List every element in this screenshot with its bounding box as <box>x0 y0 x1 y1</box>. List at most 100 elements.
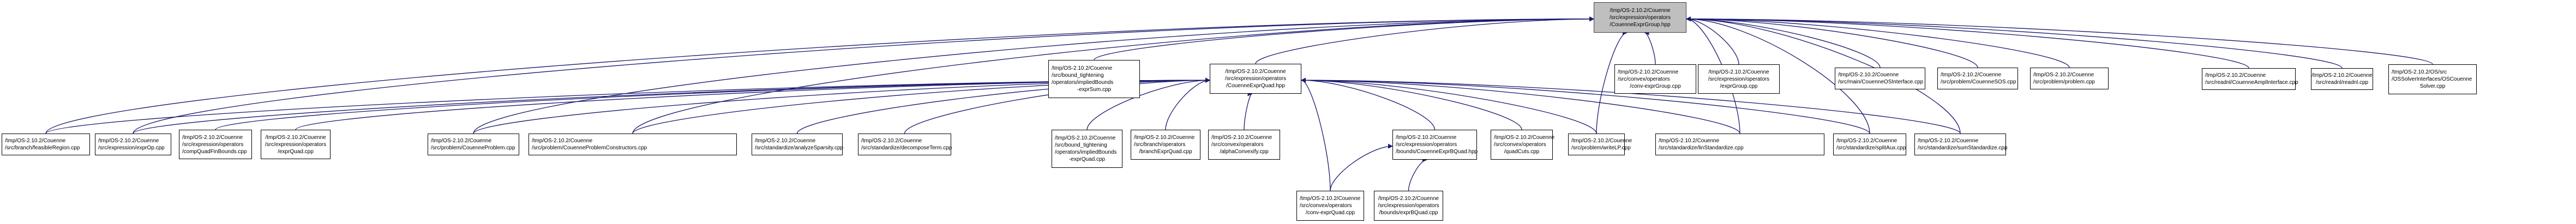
edge-readnl-to-root <box>1686 16 2343 69</box>
edge-analyzeSparsity-to-CouenneExprQuad.hpp <box>796 77 1210 134</box>
node-label-line: /quadCuts.cpp <box>1504 149 1540 155</box>
node-label-line: /tmp/OS-2.10.2/Couenne <box>1052 65 1113 71</box>
node-label-line: /OSSolverInterfaces/OSCouenne <box>2392 76 2472 82</box>
node-label-line: /src/expression/operators <box>1378 203 1439 209</box>
node-label-line: /tmp/OS-2.10.2/Couenne <box>1055 135 1116 141</box>
node-OSCouenneSolver[interactable]: /tmp/OS-2.10.2/OS/src /OSSolverInterface… <box>2388 64 2477 94</box>
node-label-line: /operators/impliedBounds <box>1055 149 1117 155</box>
edge-CouenneProblemConstructors-to-root <box>632 16 1594 134</box>
node-alphaConvexify[interactable]: /tmp/OS-2.10.2/Couenne /src/convex/opera… <box>1208 130 1280 160</box>
edge-alphaConvexify-to-CouenneExprQuad.hpp <box>1244 91 1253 130</box>
node-CouenneExprQuad-hpp[interactable]: /tmp/OS-2.10.2/Couenne /src/expression/o… <box>1210 64 1301 94</box>
node-label-line: /tmp/OS-2.10.2/Couenne <box>1211 135 1272 141</box>
node-label-line: /tmp/OS-2.10.2/Couenne <box>2205 72 2266 78</box>
edge-linStandardize-to-root <box>1686 16 1740 134</box>
node-CouenneExprBQuad-hpp[interactable]: /tmp/OS-2.10.2/Couenne /src/expression/o… <box>1392 130 1478 160</box>
node-label-line: /tmp/OS-2.10.2/Couenne <box>1134 135 1195 141</box>
node-label-line: /tmp/OS-2.10.2/Couenne <box>532 138 593 144</box>
node-label-line: /tmp/OS-2.10.2/Couenne <box>1838 72 1899 78</box>
node-conv-exprGroup[interactable]: /tmp/OS-2.10.2/Couenne /src/convex/opera… <box>1614 64 1696 94</box>
node-label-line: /tmp/OS-2.10.2/Couenne <box>1659 138 1720 144</box>
node-label-line: /src/bound_tightening <box>1052 72 1104 78</box>
node-label-line: /src/expression/operators <box>1396 142 1457 148</box>
node-exprOp[interactable]: /tmp/OS-2.10.2/Couenne /src/expression/e… <box>95 134 171 155</box>
node-CouenneOSInterface[interactable]: /tmp/OS-2.10.2/Couenne /src/main/Couenne… <box>1835 68 1925 89</box>
node-linStandardize[interactable]: /tmp/OS-2.10.2/Couenne /src/standardize/… <box>1655 134 1824 155</box>
node-label-line: /src/problem/CouenneProblem.cpp <box>431 145 515 151</box>
node-label-line: /tmp/OS-2.10.2/OS/src <box>2392 69 2447 75</box>
node-label-line: /tmp/OS-2.10.2/Couenne <box>755 138 816 144</box>
node-exprQuad[interactable]: /tmp/OS-2.10.2/Couenne /src/expression/o… <box>261 130 331 159</box>
edge-branchExprQuad-to-CouenneExprQuad.hpp <box>1165 77 1210 130</box>
edge-CouenneAmplInterface-to-root <box>1686 16 2249 69</box>
node-label-line: /src/expression/exprOp.cpp <box>98 145 165 151</box>
node-root: /tmp/OS-2.10.2/Couenne /src/expression/o… <box>1594 2 1686 33</box>
edge-conv-exprQuad-to-CouenneExprBQuad.hpp <box>1330 143 1393 191</box>
node-readnl[interactable]: /tmp/OS-2.10.2/Couenne /src/readnl/readn… <box>2311 68 2373 90</box>
node-label-line: /src/standardize/analyzeSparsity.cpp <box>755 145 844 151</box>
node-feasibleRegion[interactable]: /tmp/OS-2.10.2/Couenne /src/branch/feasi… <box>2 134 90 155</box>
node-label-line: /src/main/CouenneOSInterface.cpp <box>1838 79 1924 85</box>
node-analyzeSparsity[interactable]: /tmp/OS-2.10.2/Couenne /src/standardize/… <box>752 134 843 155</box>
node-compQuadFinBounds[interactable]: /tmp/OS-2.10.2/Couenne /src/expression/o… <box>179 130 252 159</box>
node-quadCuts[interactable]: /tmp/OS-2.10.2/Couenne /src/convex/opera… <box>1491 130 1554 160</box>
node-label-line: /src/branch/operators <box>1134 142 1186 148</box>
node-impliedBounds-exprSum[interactable]: /tmp/OS-2.10.2/Couenne /src/bound_tighte… <box>1048 60 1140 98</box>
edge-decomposeTerm-to-CouenneExprQuad.hpp <box>904 77 1210 134</box>
edge-exprOp-to-root <box>133 16 1594 134</box>
node-CouenneAmplInterface[interactable]: /tmp/OS-2.10.2/Couenne /src/readnl/Couen… <box>2202 68 2298 90</box>
node-label-line: /src/readnl/CouenneAmplInterface.cpp <box>2205 80 2298 86</box>
node-label-line: /src/problem/CouenneSOS.cpp <box>1941 79 2016 85</box>
node-label-line: /src/standardize/linStandardize.cpp <box>1659 145 1744 151</box>
node-label-line: /CouenneExprGroup.hpp <box>1610 21 1671 28</box>
node-label-line: /tmp/OS-2.10.2/Couenne <box>1225 69 1286 75</box>
edge-CouenneExprQuad.hpp-to-root <box>1255 16 1594 64</box>
node-exprBQuad[interactable]: /tmp/OS-2.10.2/Couenne /src/expression/o… <box>1374 191 1443 221</box>
node-label-line: /src/standardize/decomposeTerm.cpp <box>861 145 952 151</box>
node-label-line: /bounds/exprBQuad.cpp <box>1379 210 1438 216</box>
node-label-line: Solver.cpp <box>2419 83 2446 89</box>
node-label-line: /src/standardize/sumStandardize.cpp <box>1918 145 2008 151</box>
node-label-line: /tmp/OS-2.10.2/Couenne <box>182 134 243 141</box>
node-label-line: /src/expression/operators <box>1609 14 1671 21</box>
node-label-line: /tmp/OS-2.10.2/Couenne <box>1708 69 1769 75</box>
node-splitAux[interactable]: /tmp/OS-2.10.2/Couenne /src/standardize/… <box>1833 134 1906 155</box>
node-sumStandardize[interactable]: /tmp/OS-2.10.2/Couenne /src/standardize/… <box>1914 134 2008 155</box>
edge-sumStandardize-to-CouenneExprQuad.hpp <box>1301 77 1961 134</box>
node-problem[interactable]: /tmp/OS-2.10.2/Couenne /src/problem/prob… <box>2030 68 2109 89</box>
edge-splitAux-to-CouenneExprQuad.hpp <box>1301 77 1870 134</box>
node-conv-exprQuad[interactable]: /tmp/OS-2.10.2/Couenne /src/convex/opera… <box>1296 191 1364 221</box>
edge-CouenneOSInterface-to-root <box>1686 16 1881 68</box>
node-label-line: /src/convex/operators <box>1211 142 1264 148</box>
edge-feasibleRegion-to-CouenneExprQuad.hpp <box>45 77 1210 134</box>
edge-writeLP-to-CouenneExprQuad.hpp <box>1301 77 1597 134</box>
node-label-line: /operators/impliedBounds <box>1052 80 1114 86</box>
node-label-line: /src/readnl/readnl.cpp <box>2315 80 2369 86</box>
node-CouenneProblemConstructors[interactable]: /tmp/OS-2.10.2/Couenne /src/problem/Coue… <box>529 134 737 155</box>
node-label-line: /conv-exprGroup.cpp <box>1630 83 1681 89</box>
node-label-line: /CouenneExprQuad.hpp <box>1226 83 1285 89</box>
node-label-line: /src/problem/CouenneProblemConstructors.… <box>532 145 647 151</box>
node-label-line: /tmp/OS-2.10.2/Couenne <box>5 138 66 144</box>
node-CouenneProblem[interactable]: /tmp/OS-2.10.2/Couenne /src/problem/Coue… <box>428 134 519 155</box>
node-label-line: /src/convex/operators <box>1618 76 1670 82</box>
node-CouenneSOS[interactable]: /tmp/OS-2.10.2/Couenne /src/problem/Coue… <box>1937 68 2018 89</box>
node-label-line: /tmp/OS-2.10.2/Couenne <box>1918 138 1979 144</box>
node-label-line: /tmp/OS-2.10.2/Couenne <box>431 138 492 144</box>
node-exprGroup[interactable]: /tmp/OS-2.10.2/Couenne /src/expression/o… <box>1698 64 1780 94</box>
edge-splitAux-to-root <box>1686 16 1870 134</box>
node-label-line: /src/problem/problem.cpp <box>2033 79 2095 85</box>
node-writeLP[interactable]: /tmp/OS-2.10.2/Couenne /src/problem/writ… <box>1568 134 1632 155</box>
node-decomposeTerm[interactable]: /tmp/OS-2.10.2/Couenne /src/standardize/… <box>858 134 952 155</box>
node-label-line: /tmp/OS-2.10.2/Couenne <box>265 134 326 141</box>
node-branchExprQuad[interactable]: /tmp/OS-2.10.2/Couenne /src/branch/opera… <box>1131 130 1200 160</box>
edge-exprBQuad-to-CouenneExprBQuad.hpp <box>1408 157 1428 191</box>
edge-sumStandardize-to-root <box>1686 16 1961 134</box>
node-label-line: /src/expression/operators <box>182 141 244 148</box>
node-label-line: /src/problem/writeLP.cpp <box>1571 145 1631 151</box>
node-label-line: /src/bound_tightening <box>1055 142 1107 148</box>
node-label-line: /exprGroup.cpp <box>1720 83 1758 89</box>
node-impliedBounds-exprQuad[interactable]: /tmp/OS-2.10.2/Couenne /src/bound_tighte… <box>1052 130 1122 168</box>
edge-conv-exprGroup-to-root <box>1644 30 1656 65</box>
